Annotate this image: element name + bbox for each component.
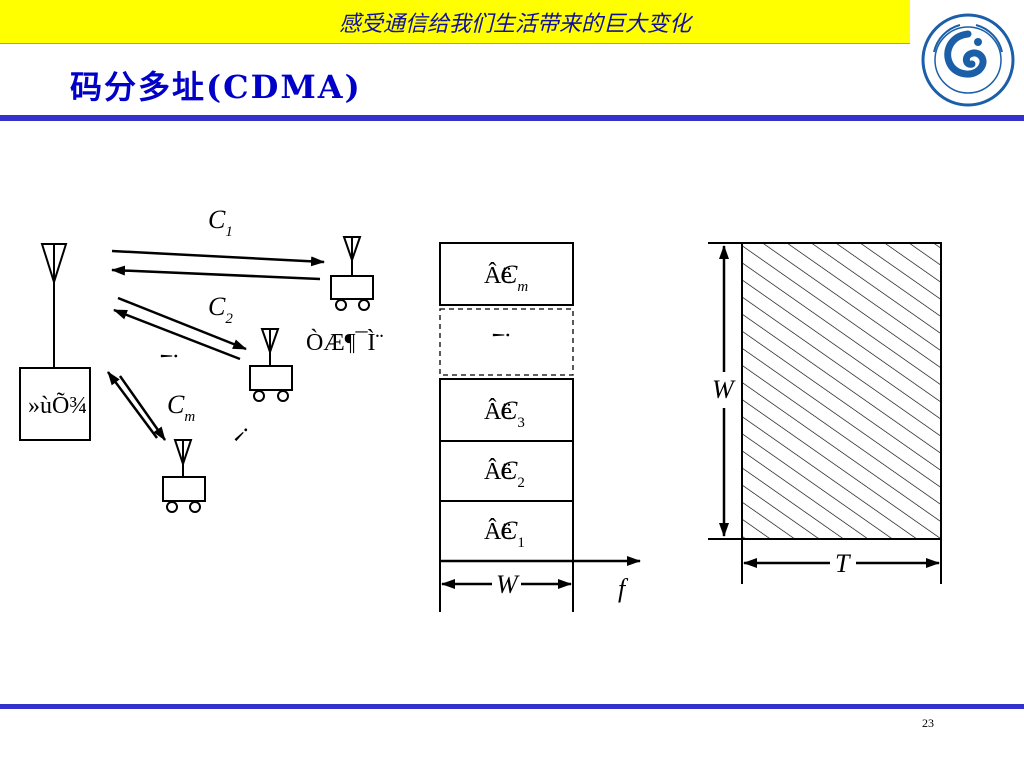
link-1-uplink <box>111 265 321 281</box>
time-label: T <box>835 549 851 578</box>
ellipsis-diagonal: ¡­ <box>232 420 256 444</box>
bottom-divider <box>0 704 1024 709</box>
link-m-uplink <box>106 371 159 439</box>
code-channel-stack <box>439 242 574 562</box>
code-cell-1 <box>439 500 574 562</box>
link-2-label: C2 <box>208 292 233 327</box>
banner-text: 感受通信给我们生活带来的巨大变化 <box>338 11 691 37</box>
university-seal-icon <box>921 13 1015 107</box>
link-2-downlink <box>117 296 247 351</box>
ellipsis-vertical: ¡­ <box>160 352 186 360</box>
code-cell-3-label: ÂëC3 <box>484 396 525 431</box>
bandwidth-label: W <box>496 570 520 599</box>
mobile-label: ÒÆ¶¯Ì¨ <box>306 329 384 356</box>
link-1-downlink <box>111 249 325 267</box>
code-cell-2 <box>439 440 574 502</box>
frequency-axis-label: f <box>618 574 629 603</box>
height-label: W <box>712 375 736 404</box>
code-cell-m-label: ÂëCm <box>484 260 528 295</box>
base-station-label: »ùÕ¾ <box>28 392 87 419</box>
link-2-uplink <box>113 308 241 361</box>
header-banner: 感受通信给我们生活带来的巨大变化 <box>0 0 910 44</box>
code-cell-1-label: ÂëC1 <box>484 516 525 551</box>
top-divider <box>0 115 1024 121</box>
page-title: 码分多址(CDMA) <box>70 68 362 106</box>
link-1-label: C1 <box>208 205 233 240</box>
code-cell-ellipsis <box>439 308 574 376</box>
mobile-unit-1 <box>330 236 374 311</box>
code-cell-2-label: ÂëC2 <box>484 456 525 491</box>
base-station-box <box>19 367 91 441</box>
link-m-downlink <box>118 375 167 441</box>
page-number: 23 <box>922 716 934 730</box>
link-m-label: Cm <box>167 390 195 425</box>
code-cell-ellipsis-label: ¡­ <box>492 331 518 339</box>
mobile-unit-m <box>162 439 206 513</box>
code-cell-m <box>439 242 574 306</box>
base-station: »ùÕ¾ <box>19 243 91 441</box>
time-frequency-block <box>741 242 942 540</box>
mobile-unit-2 <box>249 328 293 402</box>
